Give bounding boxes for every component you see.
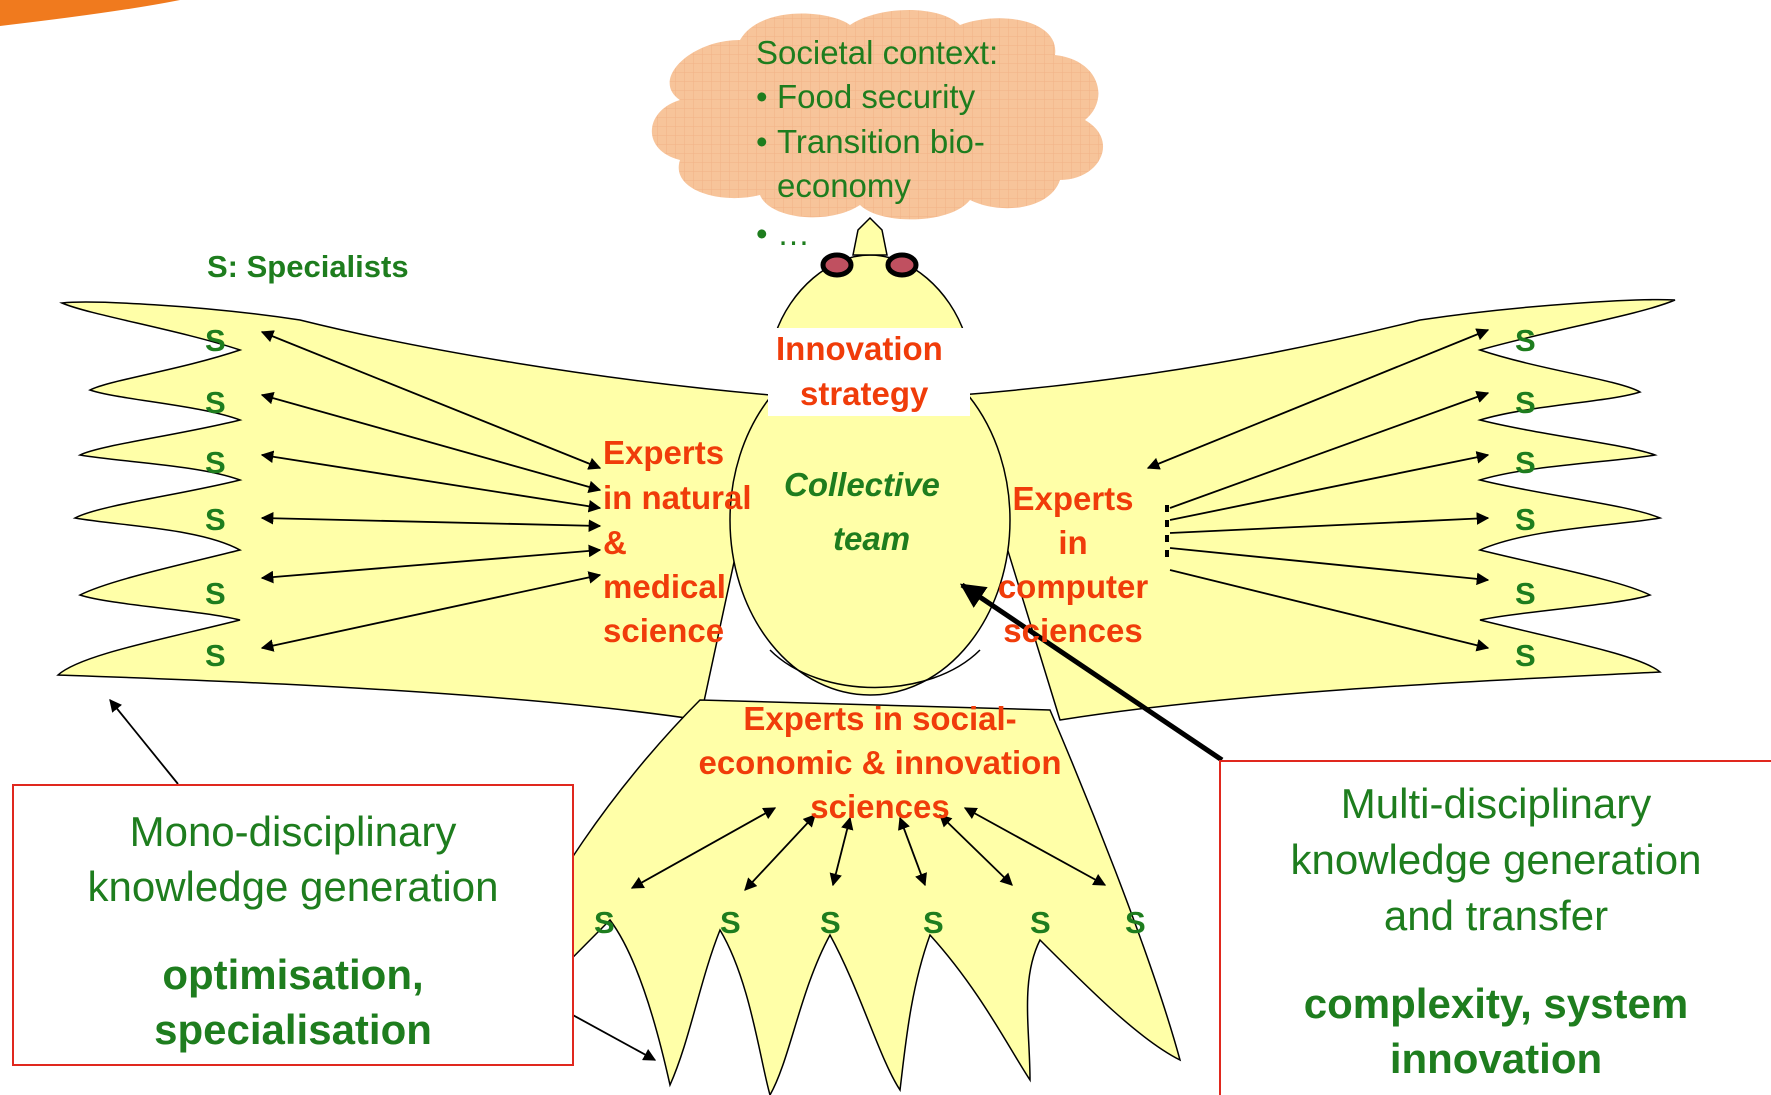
societal-item-transition: Transition bio- (777, 123, 985, 160)
experts-social-line1: Experts in social- (743, 700, 1017, 737)
societal-context-title: Societal context: (756, 34, 999, 71)
right-eye-icon (885, 252, 919, 278)
mono-line1: Mono-disciplinary (129, 808, 457, 855)
specialist-s-left-2: S (205, 385, 226, 420)
tail-arrows (630, 807, 1107, 891)
experts-natural-line2: in natural (603, 479, 752, 516)
multi-bold1: complexity, system (1303, 980, 1689, 1027)
specialist-s-right-3: S (1515, 445, 1536, 480)
right-wing-arrows (1146, 328, 1490, 652)
mono-bold2: specialisation (154, 1006, 432, 1053)
arrow-left-3 (260, 450, 602, 513)
left-wing-arrows (260, 330, 602, 652)
tail (484, 699, 1182, 1095)
mono-callout-arrow (109, 699, 179, 785)
experts-computer-line4: sciences (1003, 612, 1143, 649)
arrow-right-2 (1169, 390, 1490, 509)
right-wing (959, 298, 1676, 721)
arrow-right-6 (1169, 569, 1490, 652)
specialist-s-right-4: S (1515, 502, 1536, 537)
arrow-right-1 (1146, 328, 1490, 470)
specialist-s-tail-2: S (720, 905, 741, 940)
specialist-s-right-2: S (1515, 385, 1536, 420)
specialists-legend: S: Specialists (207, 249, 409, 284)
specialist-s-tail-3: S (820, 905, 841, 940)
specialist-s-tail-6: S (1125, 905, 1146, 940)
experts-social-line3: sciences (810, 788, 950, 825)
experts-natural-line1: Experts (603, 434, 725, 471)
multi-bold2: innovation (1389, 1035, 1603, 1082)
specialist-s-left-6: S (205, 638, 226, 673)
arrow-tail-3 (829, 816, 854, 887)
multi-callout-arrow (959, 582, 1224, 763)
arrow-left-4 (260, 511, 602, 533)
collective-team-line2: team (833, 520, 911, 557)
specialist-s-left-4: S (205, 502, 226, 537)
arrow-right-4 (1169, 512, 1490, 534)
societal-item-food: Food security (777, 78, 976, 115)
multi-line1: Multi-disciplinary (1340, 780, 1652, 827)
experts-natural-line4: medical (603, 568, 726, 605)
specialist-s-right-5: S (1515, 576, 1536, 611)
arrow-tail-6 (963, 807, 1107, 886)
beak (852, 216, 888, 256)
experts-social-group: Experts in social- economic & innovation… (660, 697, 1100, 829)
specialist-s-right-6: S (1515, 638, 1536, 673)
experts-computer-group: Experts in computer sciences (983, 477, 1163, 653)
mono-disciplinary-box: Mono-disciplinary knowledge generation o… (12, 784, 574, 1066)
arrow-right-3 (1169, 451, 1490, 521)
mono-bold1: optimisation, (162, 951, 424, 998)
bullet-icon: • (756, 123, 768, 160)
specialist-s-right-1: S (1515, 323, 1536, 358)
experts-natural-line5: science (603, 612, 725, 649)
innovation-strategy-line2: strategy (800, 375, 929, 412)
multi-disciplinary-box: Multi-disciplinary knowledge generation … (1219, 760, 1771, 1095)
experts-natural-line3: & (603, 524, 627, 561)
bird-head (773, 254, 967, 336)
experts-computer-line1: Experts (1012, 480, 1134, 517)
specialist-s-left-3: S (205, 445, 226, 480)
innovation-strategy-line1: Innovation (776, 330, 943, 367)
bullet-icon: • (756, 78, 768, 115)
specialist-s-left-1: S (205, 323, 226, 358)
left-eye-icon (820, 252, 854, 278)
multi-line3: and transfer (1383, 892, 1609, 939)
societal-item-economy: economy (777, 167, 911, 204)
mono-line2: knowledge generation (87, 863, 499, 910)
societal-context-cloud (651, 10, 1104, 220)
societal-item-ellipsis: … (777, 215, 810, 252)
experts-social-line2: economic & innovation (698, 744, 1062, 781)
multi-line2: knowledge generation (1290, 836, 1702, 883)
arrow-left-6 (260, 571, 602, 652)
specialist-s-tail-5: S (1030, 905, 1051, 940)
specialist-s-tail-4: S (923, 905, 944, 940)
arrow-tail-4 (898, 816, 927, 887)
bullet-icon: • (756, 215, 768, 252)
collective-team-line1: Collective (784, 466, 940, 503)
top-banner (0, 0, 180, 26)
experts-computer-line3: computer (997, 568, 1149, 605)
experts-computer-line2: in (1058, 524, 1088, 561)
arrow-tail-2 (744, 814, 816, 891)
specialist-s-left-5: S (205, 576, 226, 611)
specialist-s-tail-1: S (594, 905, 615, 940)
arrow-right-5 (1169, 547, 1490, 586)
